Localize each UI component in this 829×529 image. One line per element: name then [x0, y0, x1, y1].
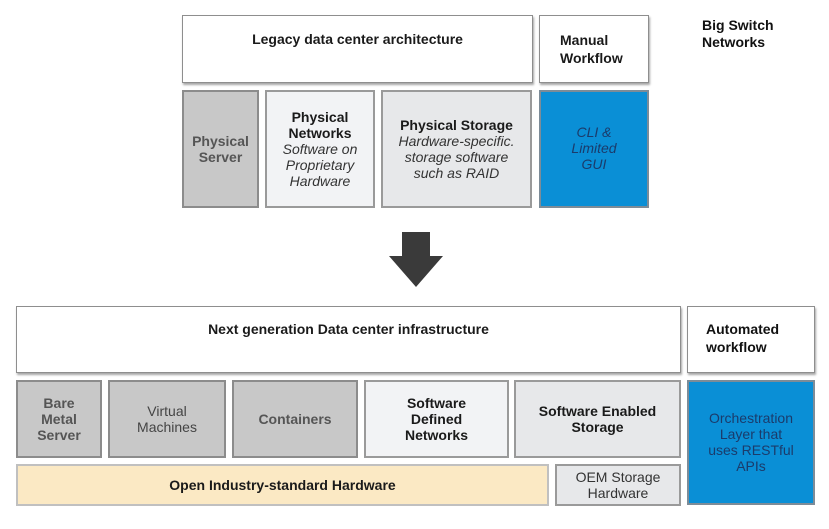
virtual-machines-box: Virtual Machines	[108, 380, 226, 458]
containers-box: Containers	[232, 380, 358, 458]
physical-server-line2: Server	[198, 149, 243, 165]
physical-networks-line2: Networks	[288, 125, 352, 141]
physical-server-line1: Physical	[192, 133, 249, 149]
physical-storage-desc1: Hardware-specific.	[398, 133, 515, 149]
software-enabled-storage-box: Software Enabled Storage	[514, 380, 681, 458]
orch-line2: Layer that	[719, 426, 783, 442]
physical-storage-box: Physical Storage Hardware-specific. stor…	[381, 90, 532, 208]
sdn-line3: Networks	[404, 427, 469, 443]
software-defined-networks-box: Software Defined Networks	[364, 380, 509, 458]
open-hardware-label: Open Industry-standard Hardware	[169, 477, 396, 493]
brand-line2: Networks	[702, 34, 766, 50]
orch-line1: Orchestration	[708, 410, 794, 426]
containers-label: Containers	[258, 411, 332, 427]
nextgen-title: Next generation Data center infrastructu…	[208, 321, 489, 337]
bare-metal-server-box: Bare Metal Server	[16, 380, 102, 458]
oem-storage-line1: OEM Storage	[575, 469, 661, 485]
legacy-title: Legacy data center architecture	[252, 31, 463, 47]
orch-line4: APIs	[736, 458, 766, 474]
bare-metal-line2: Metal	[41, 411, 77, 427]
automated-workflow-label: Automated workflow	[706, 320, 779, 356]
physical-networks-desc2: Proprietary	[285, 157, 355, 173]
physical-networks-desc1: Software on	[282, 141, 358, 157]
orch-line3: uses RESTful	[708, 442, 794, 458]
physical-networks-desc3: Hardware	[289, 173, 351, 189]
brand-label: Big Switch Networks	[702, 17, 774, 51]
physical-networks-line1: Physical	[291, 109, 349, 125]
physical-storage-desc3: such as RAID	[413, 165, 500, 181]
nextgen-title-box: Next generation Data center infrastructu…	[16, 306, 681, 373]
manual-workflow-box: Manual Workflow	[539, 15, 649, 83]
legacy-title-box: Legacy data center architecture	[182, 15, 533, 83]
oem-storage-line2: Hardware	[587, 485, 649, 501]
manual-workflow-line2: Workflow	[560, 50, 623, 66]
virtual-machines-line1: Virtual	[147, 403, 187, 419]
physical-server-box: Physical Server	[182, 90, 259, 208]
physical-storage-desc2: storage software	[404, 149, 509, 165]
cli-gui-line2: Limited	[571, 140, 617, 156]
orchestration-layer-box: Orchestration Layer that uses RESTful AP…	[687, 380, 815, 505]
automated-workflow-line1: Automated	[706, 321, 780, 337]
sdn-line1: Software	[406, 395, 467, 411]
ses-line2: Storage	[571, 419, 624, 435]
open-hardware-box: Open Industry-standard Hardware	[16, 464, 549, 506]
physical-storage-title: Physical Storage	[400, 117, 513, 133]
virtual-machines-line2: Machines	[137, 419, 197, 435]
cli-gui-line1: CLI &	[576, 124, 612, 140]
down-arrow-icon	[389, 232, 443, 287]
cli-gui-box: CLI & Limited GUI	[539, 90, 649, 208]
cli-gui-line3: GUI	[581, 156, 607, 172]
sdn-line2: Defined	[410, 411, 463, 427]
brand-line1: Big Switch	[702, 17, 774, 33]
automated-workflow-box	[687, 306, 815, 373]
bare-metal-line3: Server	[37, 427, 81, 443]
physical-networks-box: Physical Networks Software on Proprietar…	[265, 90, 375, 208]
manual-workflow-line1: Manual	[560, 32, 609, 48]
bare-metal-line1: Bare	[43, 395, 75, 411]
automated-workflow-line2: workflow	[706, 339, 767, 355]
ses-line1: Software Enabled	[538, 403, 657, 419]
oem-storage-box: OEM Storage Hardware	[555, 464, 681, 506]
